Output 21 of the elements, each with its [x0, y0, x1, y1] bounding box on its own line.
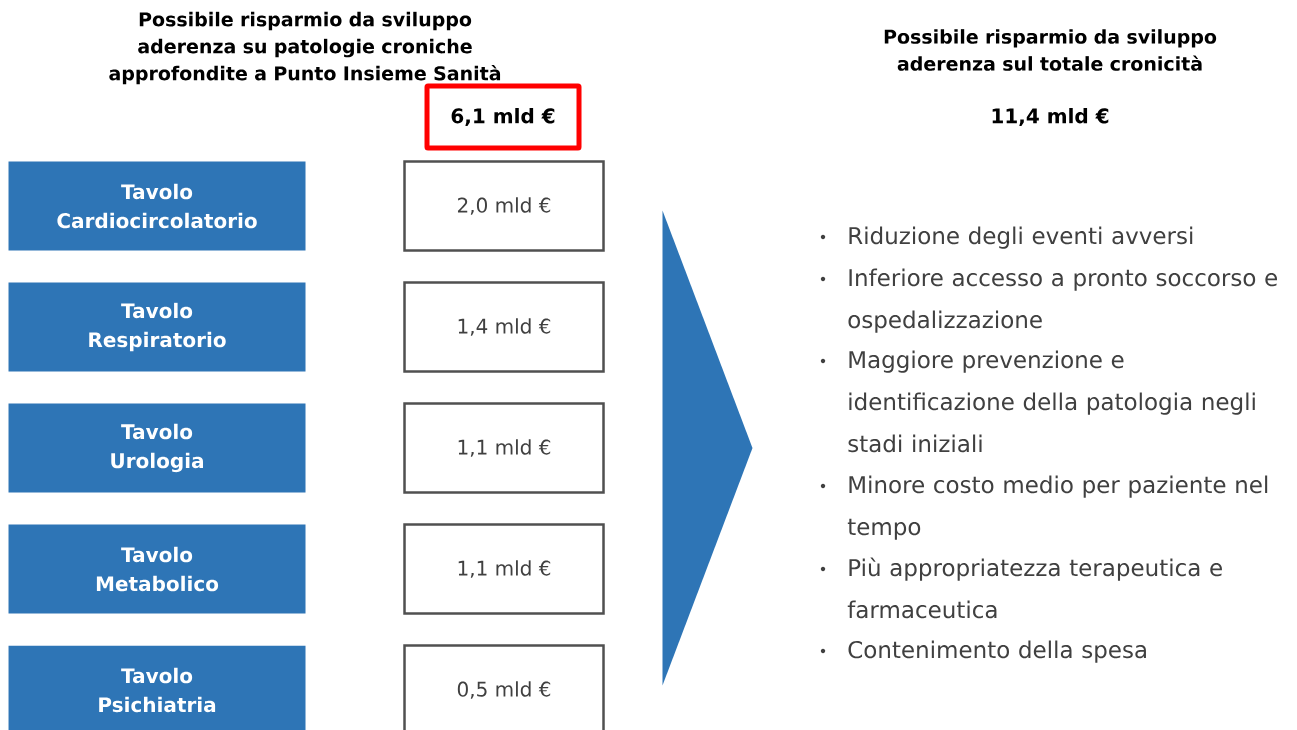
category-box: Tavolo Metabolico — [8, 524, 306, 614]
bullet-text: Maggiore prevenzione e identificazione della patologia negli stadi iniziali — [848, 350, 1255, 453]
bullet-text: Inferiore accesso a pronto soccorso e ospedalizzazione — [848, 268, 1277, 333]
bullet-text: Minore costo medio per paziente nel tempo — [847, 475, 1268, 540]
heading: Possibile risparmio da sviluppo aderenza sul totale cronicità — [884, 29, 1217, 71]
category-box: Tavolo Respiratorio — [8, 282, 306, 372]
bullet-text: Contenimento della spesa — [848, 640, 1146, 663]
bullet-text: Più appropriatezza terapeutica e farmaceutica — [847, 557, 1222, 619]
heading: Possibile risparmio da sviluppo aderenza su patologie croniche approfondite a Punto Insieme Sanità — [109, 11, 501, 85]
category-box: Tavolo Psichiatria — [8, 645, 306, 730]
value-box: 1,4 mld € — [403, 281, 605, 373]
value-box: 1,1 mld € — [403, 523, 605, 615]
total-value: 11,4 mld € — [992, 108, 1109, 126]
category-box: Tavolo Urologia — [8, 403, 306, 493]
value-box: 0,5 mld € — [403, 644, 605, 730]
value-box: 1,1 mld € — [403, 402, 605, 494]
bullet-text: Riduzione degli eventi avversi — [849, 226, 1193, 249]
category-box: Tavolo Cardiocircolatorio — [8, 161, 306, 251]
value-box: 2,0 mld € — [403, 160, 605, 252]
chevron-arrow — [662, 210, 753, 686]
total-box: 6,1 mld € — [424, 83, 582, 151]
